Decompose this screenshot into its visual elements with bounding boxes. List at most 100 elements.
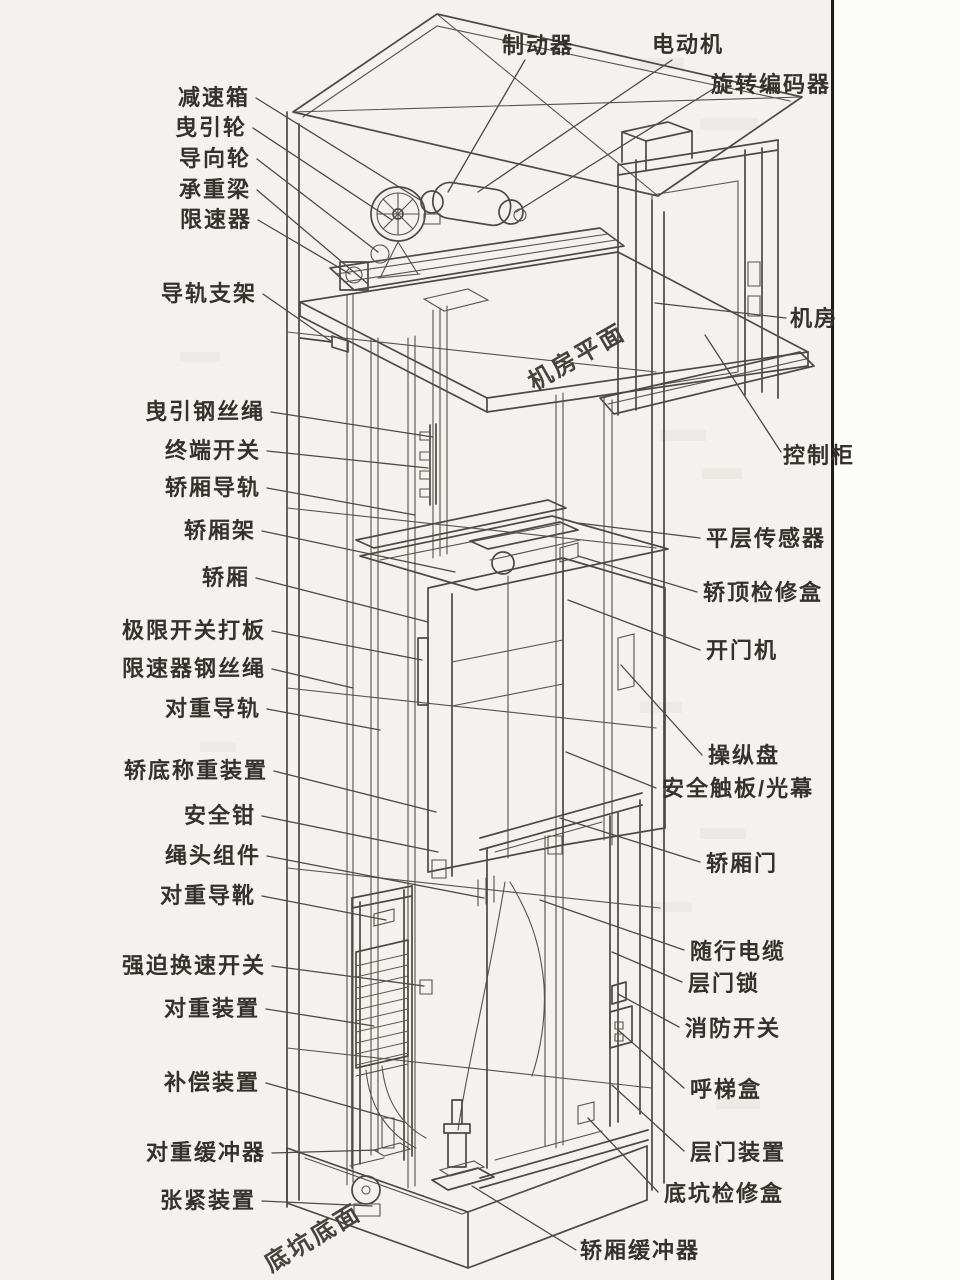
load-weighing-leader [273,770,437,813]
terminal-switch-leader [266,450,429,469]
governor-rope-leader [271,668,354,689]
machine-room-leader [654,302,787,319]
leader-lines [252,59,787,1251]
label-landing-door-device: 层门装置 [690,1140,786,1165]
deflector-sheave-leader [256,158,379,253]
tension-device-drawing [349,1157,385,1217]
hall-call-box-leader [617,1029,685,1089]
label-car-top-box: 轿顶检修盒 [703,580,823,605]
car-frame-leader [261,530,456,573]
label-compensation: 补偿装置 [163,1070,260,1095]
car-top-box-leader [577,555,698,593]
label-traction-sheave: 曳引轮 [175,115,247,140]
terminal-switch-drawing [419,423,437,506]
cw-guide-shoe-leader [261,895,387,921]
label-leveling-sensor: 平层传感器 [706,526,826,551]
rotary-encoder-leader [515,85,719,213]
label-pit-inspection-box: 底坑检修盒 [664,1181,784,1206]
label-safety-gear: 安全钳 [184,803,256,828]
motor-leader [477,59,673,193]
counterweight-rail-leader [266,708,381,731]
label-tension-device: 张紧装置 [160,1188,256,1213]
brake-leader [447,59,526,193]
counterweight-leader [265,1008,375,1027]
label-counterweight: 对重装置 [164,996,260,1021]
landing-door-structure [479,792,649,1189]
label-cw-buffer: 对重缓冲器 [146,1140,266,1165]
label-control-cabinet: 控制柜 [783,443,855,468]
hall-call-box-drawing [609,1005,633,1049]
car-buffer-drawing [431,1099,495,1191]
landing-door-lock-leader [611,951,683,983]
machine-room-structure [292,13,815,416]
label-fire-switch: 消防开关 [685,1016,781,1041]
motor-drawing [431,181,527,227]
fire-switch-drawing [611,981,627,1005]
label-hoist-ropes: 曳引钢丝绳 [145,399,265,424]
rope-hitch-leader [266,855,485,899]
compensation-cable-drawing [457,881,506,1131]
label-counterweight-rail: 对重导轨 [165,696,261,721]
label-safety-edge: 安全触板/光幕 [662,776,814,801]
label-deflector-sheave: 导向轮 [179,146,251,171]
label-door-operator: 开门机 [706,638,778,663]
safety-gear-leader [261,815,439,853]
traveling-cable-leader [539,899,685,951]
label-car-frame: 轿厢架 [184,518,256,543]
label-limit-switch-cam: 极限开关打板 [122,618,266,643]
label-car: 轿厢 [202,565,250,590]
limit-cam-drawing [417,637,429,706]
load-beam-leader [256,189,369,285]
label-car-guide-rail: 轿厢导轨 [165,475,261,500]
tension-device-leader [261,1200,373,1207]
scan-smudges [180,57,760,1109]
label-cw-guide-shoe: 对重导靴 [160,883,256,908]
car-buffer-leader [471,1185,577,1251]
landing-door-device-leader [611,1084,685,1152]
slowdown-switch-drawing [419,979,433,995]
safety-edge-leader [565,751,657,789]
label-pit-floor-plane: 底坑底面 [260,1198,367,1278]
counterweight-structure [351,885,427,1169]
label-rail-bracket: 导轨支架 [161,281,257,306]
cw-buffer-leader [271,1149,379,1154]
hoist-ropes-leader [270,411,434,438]
control-cabinet-leader [704,334,782,453]
label-hall-call-box: 呼梯盒 [690,1077,762,1102]
label-rope-hitch: 绳头组件 [165,843,261,868]
door-operator-leader [567,599,701,651]
label-slowdown-switch: 强迫换速开关 [122,953,266,978]
compensation-leader [265,1082,405,1123]
label-load-beam: 承重梁 [179,177,251,202]
limit-switch-cam-leader [271,630,423,661]
fire-switch-leader [617,993,680,1028]
label-speed-governor: 限速器 [180,207,252,232]
page-right-margin [835,0,960,1280]
reduction-gearbox-leader [255,97,421,201]
car-guide-rail-leader [266,487,416,516]
cop-leader [620,664,703,756]
label-terminal-switch: 终端开关 [165,438,261,463]
traveling-cable-drawing [509,881,545,1077]
car-door-leader [559,817,701,863]
label-machine-room: 机房 [790,306,838,331]
slowdown-switch-leader [271,965,425,987]
pit-inspection-box-leader [587,1117,659,1193]
label-reduction-gearbox: 减速箱 [178,85,250,110]
label-brake: 制动器 [502,33,574,58]
traction-sheave-leader [252,127,393,221]
label-traveling-cable: 随行电缆 [690,939,786,964]
speed-governor-leader [257,219,351,275]
leveling-sensor-leader [577,522,701,539]
label-rotary-encoder: 旋转编码器 [711,72,831,97]
governor-drawing [339,261,369,291]
pit-inspection-box-drawing [577,1101,595,1125]
page-edge-rule [831,0,834,1280]
label-motor: 电动机 [652,32,724,57]
brake-drawing [420,190,444,225]
rail-bracket-drawing [299,335,349,353]
label-car-door: 轿厢门 [706,851,778,876]
rail-bracket-leader [262,293,333,343]
